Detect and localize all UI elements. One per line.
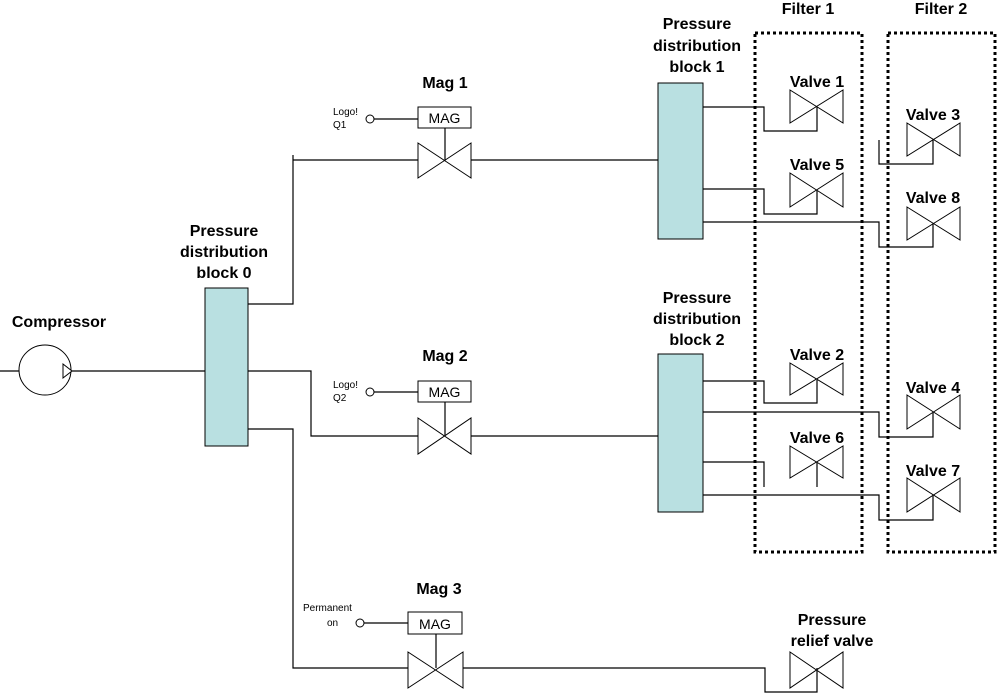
compressor: Compressor: [0, 314, 205, 396]
valve-5: Valve 5: [789, 157, 844, 208]
signal-terminal-icon: [365, 387, 375, 397]
block-label: block 1: [669, 59, 724, 76]
valve-icon: [906, 394, 961, 430]
block-label: block 0: [196, 265, 251, 282]
mag-title: Mag 2: [422, 348, 467, 365]
valve-label: Valve 1: [790, 74, 844, 91]
filter-2: Filter 2: [886, 1, 997, 554]
signal-label: Q2: [333, 393, 347, 404]
signal-terminal-icon: [365, 114, 375, 124]
mag-title: Mag 3: [416, 581, 461, 598]
signal-label: Q1: [333, 120, 347, 131]
pressure-relief-valve: Pressure relief valve: [789, 612, 874, 689]
valve-icon: [417, 417, 472, 455]
valve-label: Valve 6: [790, 430, 844, 447]
valve-icon: [789, 172, 844, 208]
block-label: distribution: [653, 38, 741, 55]
mag-1-valve: Mag 1 Logo! Q1 MAG: [333, 75, 658, 179]
valve-icon: [789, 362, 844, 396]
block-label: Pressure: [190, 223, 259, 240]
valve-6: Valve 6: [789, 430, 844, 479]
valve-icon: [789, 651, 844, 689]
valve-label: Valve 8: [906, 190, 960, 207]
block-label: Pressure: [663, 290, 732, 307]
block-label: block 2: [669, 332, 724, 349]
filter-label: Filter 1: [782, 1, 835, 18]
valve-label: Valve 3: [906, 107, 960, 124]
relief-label: relief valve: [791, 633, 874, 650]
valve-icon: [906, 122, 961, 157]
signal-label: Permanent: [303, 603, 352, 614]
filter-label: Filter 2: [915, 1, 968, 18]
compressor-label: Compressor: [12, 314, 106, 331]
valve-label: Valve 2: [790, 347, 844, 364]
valve-7: Valve 7: [906, 463, 961, 513]
valve-icon: [407, 651, 464, 689]
block-label: distribution: [653, 311, 741, 328]
relief-label: Pressure: [798, 612, 867, 629]
signal-label: Logo!: [333, 107, 358, 118]
valve-2: Valve 2: [789, 347, 844, 396]
valve-icon: [417, 142, 472, 179]
valve-label: Valve 5: [790, 157, 844, 174]
signal-label: on: [327, 618, 338, 629]
pressure-distribution-block-0: Pressure distribution block 0: [180, 223, 268, 447]
pressure-distribution-block-1: Pressure distribution block 1: [653, 16, 741, 240]
block-label: distribution: [180, 244, 268, 261]
mag-3-valve: Mag 3 Permanent on MAG: [303, 581, 818, 693]
filter-1: Filter 1: [753, 1, 864, 554]
valve-8: Valve 8: [906, 190, 961, 241]
mag-box-label: MAG: [429, 110, 461, 126]
signal-terminal-icon: [355, 618, 365, 628]
valve-1: Valve 1: [789, 74, 844, 124]
mag-title: Mag 1: [422, 75, 467, 92]
mag-2-valve: Mag 2 Logo! Q2 MAG: [333, 348, 658, 455]
valve-3: Valve 3: [906, 107, 961, 157]
valve-icon: [906, 206, 961, 241]
pressure-distribution-block-2: Pressure distribution block 2: [653, 290, 741, 513]
valve-icon: [789, 445, 844, 479]
mag-box-label: MAG: [429, 384, 461, 400]
mag-box-label: MAG: [419, 616, 451, 632]
block-label: Pressure: [663, 16, 732, 33]
valve-label: Valve 4: [906, 380, 960, 397]
signal-label: Logo!: [333, 380, 358, 391]
valve-4: Valve 4: [906, 380, 961, 430]
valve-label: Valve 7: [906, 463, 960, 480]
valve-icon: [789, 89, 844, 124]
valve-icon: [906, 477, 961, 513]
